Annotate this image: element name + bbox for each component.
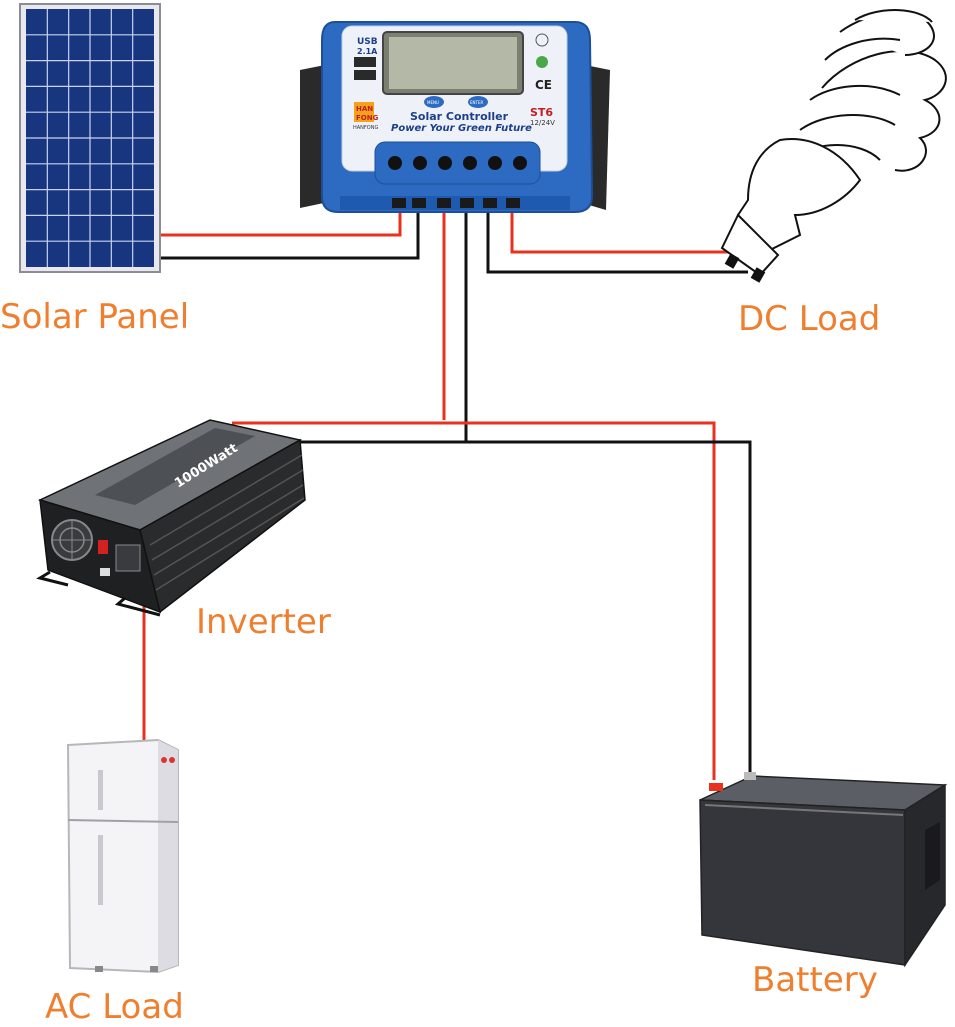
controller-title: Solar Controller [410, 110, 509, 123]
wire-panel-positive [160, 205, 402, 237]
controller-brand-bottom: FONG [356, 114, 379, 122]
wiring [142, 205, 752, 780]
dc-load-label: DC Load [738, 299, 881, 339]
battery-label: Battery [752, 960, 878, 1000]
controller-brand-name: HANFONG [353, 125, 378, 131]
controller-usb-current: 2.1A [357, 47, 378, 56]
wire-bus-negative [300, 440, 752, 775]
wire-load-negative [486, 205, 748, 274]
controller-slogan: Power Your Green Future [391, 123, 532, 134]
inverter-label: Inverter [196, 602, 331, 642]
power-inverter-icon: 1000Watt [36, 419, 306, 617]
solar-panel-icon [19, 3, 161, 273]
controller-brand-top: HAN [356, 105, 373, 113]
wire-load-positive [510, 205, 728, 254]
ac-load-label: AC Load [45, 987, 184, 1027]
solar-panel-label: Solar Panel [0, 297, 190, 337]
controller-ce-mark: CE [535, 78, 552, 92]
charge-controller-icon: USB 2.1A HAN FONG HANFONG MENU ENTER Sol… [300, 21, 610, 213]
wire-bus-positive [232, 421, 716, 780]
wire-panel-negative [160, 205, 420, 260]
controller-menu-button-label: MENU [427, 100, 439, 105]
controller-usb-label: USB [357, 37, 378, 47]
refrigerator-icon [66, 738, 179, 974]
cfl-bulb-icon [720, 9, 947, 283]
controller-model: ST6 [530, 106, 553, 119]
battery-icon [699, 772, 948, 968]
controller-voltage: 12/24V [530, 119, 555, 127]
controller-enter-button-label: ENTER [470, 100, 483, 105]
